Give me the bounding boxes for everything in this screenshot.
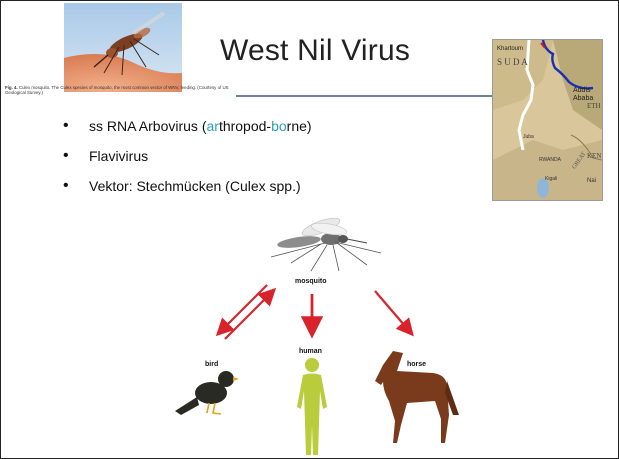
map-label-sudan: S U D A bbox=[497, 57, 528, 67]
transmission-diagram: mosquito bird human horse bbox=[171, 215, 471, 459]
bullet-highlight-bo: bo bbox=[271, 118, 287, 134]
arrow-mosquito-to-bird bbox=[219, 285, 267, 333]
bullet-text: Flavivirus bbox=[89, 148, 148, 164]
bullet-item: • Vektor: Stechmücken (Culex spp.) bbox=[63, 177, 312, 207]
map-label-nai: Nai bbox=[587, 178, 596, 184]
arrow-mosquito-to-horse bbox=[375, 291, 411, 333]
caption-label: Fig. 4. bbox=[5, 85, 18, 90]
label-bird: bird bbox=[205, 361, 218, 368]
map-label-addis: Addis bbox=[573, 87, 591, 94]
bullet-list: • ss RNA Arbovirus (arthropod-borne) • Fla… bbox=[63, 117, 312, 207]
mosquito-photo bbox=[64, 3, 182, 92]
caption-text: Culex mosquito. The Culex species of mos… bbox=[5, 85, 229, 95]
map-label-juba: Juba bbox=[523, 134, 534, 140]
bullet-dot: • bbox=[63, 117, 69, 135]
slide-title: West Nil Virus bbox=[220, 34, 410, 68]
map-label-ken: KEN bbox=[587, 152, 601, 160]
bullet-dot: • bbox=[63, 147, 69, 165]
bullet-text-mid: thropod- bbox=[219, 118, 271, 134]
bullet-item: • Flavivirus bbox=[63, 147, 312, 177]
africa-map: Khartoum S U D A Addis Ababa ETH Juba RW… bbox=[492, 39, 603, 201]
map-label-ababa: Ababa bbox=[573, 95, 593, 102]
arrow-bird-to-mosquito bbox=[225, 291, 273, 339]
map-label-khartoum: Khartoum bbox=[497, 46, 523, 52]
map-label-eth: ETH bbox=[587, 102, 601, 110]
bullet-dot: • bbox=[63, 177, 69, 195]
bullet-text-pre: ss RNA Arbovirus ( bbox=[89, 118, 206, 134]
label-mosquito: mosquito bbox=[295, 278, 327, 285]
map-label-kigali: Kigali bbox=[545, 176, 557, 182]
bullet-highlight-ar: ar bbox=[206, 118, 218, 134]
bird-icon bbox=[175, 371, 239, 415]
map-label-rwanda: RWANDA bbox=[539, 157, 562, 163]
bullet-item: • ss RNA Arbovirus (arthropod-borne) bbox=[63, 117, 312, 147]
label-horse: horse bbox=[407, 361, 426, 368]
bullet-text: Vektor: Stechmücken (Culex spp.) bbox=[89, 178, 301, 194]
mosquito-icon bbox=[271, 215, 381, 271]
label-human: human bbox=[299, 348, 322, 355]
human-icon bbox=[297, 358, 327, 455]
photo-caption: Fig. 4. Culex mosquito. The Culex specie… bbox=[5, 85, 235, 96]
bullet-text-post: rne) bbox=[287, 118, 312, 134]
